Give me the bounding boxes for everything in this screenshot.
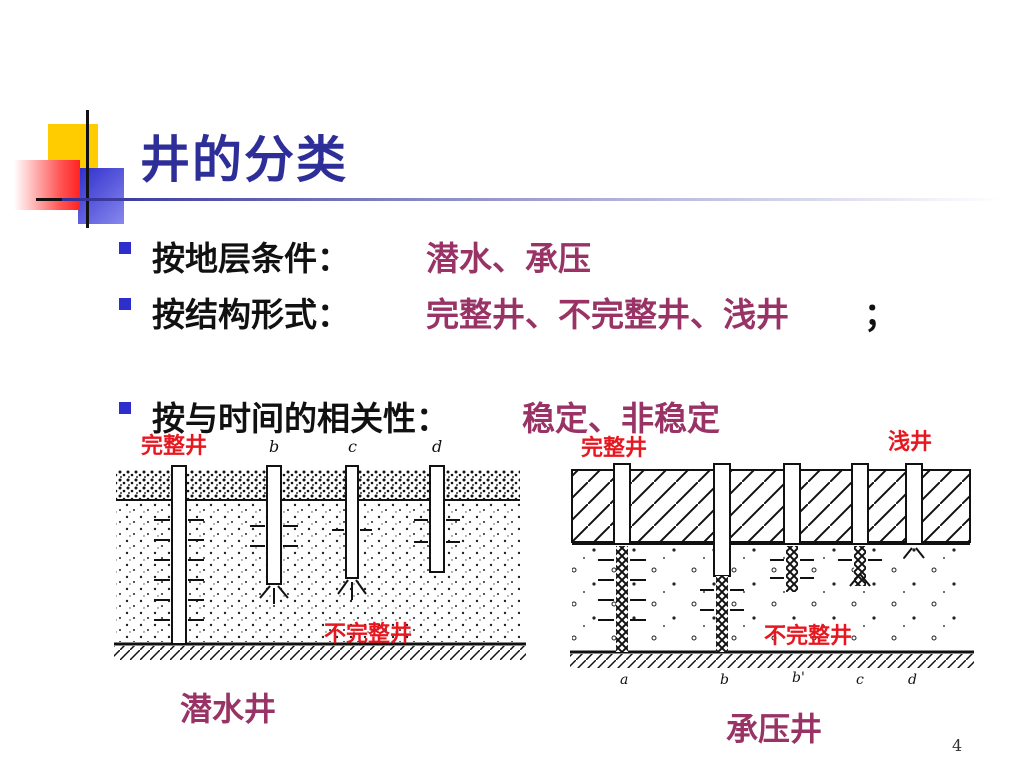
letter-b: b bbox=[720, 672, 729, 688]
left-complete-well-label: 完整井 bbox=[141, 434, 208, 459]
deco-square-red bbox=[14, 160, 80, 210]
right-shallow-well-label: 浅井 bbox=[888, 430, 933, 455]
right-incomplete-well-label: 不完整井 bbox=[764, 624, 853, 649]
bullet-2-suffix: ； bbox=[864, 295, 897, 334]
letter-d: d bbox=[908, 672, 917, 688]
left-incomplete-well-label: 不完整井 bbox=[324, 622, 413, 647]
bullet-3-value: 稳定、非稳定 bbox=[522, 399, 720, 438]
bullet-1-label: 按地层条件： bbox=[152, 239, 350, 278]
bullet-marker bbox=[119, 298, 131, 310]
unconfined-well-caption: 潜水井 bbox=[180, 690, 277, 728]
title-underline bbox=[62, 198, 1002, 201]
confined-well-caption: 承压井 bbox=[726, 710, 823, 748]
bullet-3-label: 按与时间的相关性： bbox=[152, 399, 449, 438]
letter-a: a bbox=[620, 672, 628, 688]
unconfined-well-diagram: b c d bbox=[114, 437, 526, 660]
right-complete-well-label: 完整井 bbox=[581, 436, 648, 461]
page-number: 4 bbox=[952, 736, 963, 755]
bullet-2-value: 完整井、不完整井、浅井 bbox=[426, 295, 789, 334]
letter-b: b bbox=[269, 437, 279, 456]
bullet-marker bbox=[119, 402, 131, 414]
letter-c: c bbox=[348, 437, 357, 456]
letter-c: c bbox=[856, 672, 864, 688]
deco-vline bbox=[86, 110, 89, 228]
deco-square-blue bbox=[78, 168, 124, 224]
bullet-2-label: 按结构形式： bbox=[152, 295, 350, 334]
letter-b-prime: b' bbox=[792, 670, 805, 686]
bullet-marker bbox=[119, 242, 131, 254]
bullet-1-value: 潜水、承压 bbox=[426, 239, 591, 278]
page-title: 井的分类 bbox=[140, 131, 348, 189]
confined-well-diagram: a b b' c d bbox=[570, 463, 974, 688]
letter-d: d bbox=[432, 437, 442, 456]
